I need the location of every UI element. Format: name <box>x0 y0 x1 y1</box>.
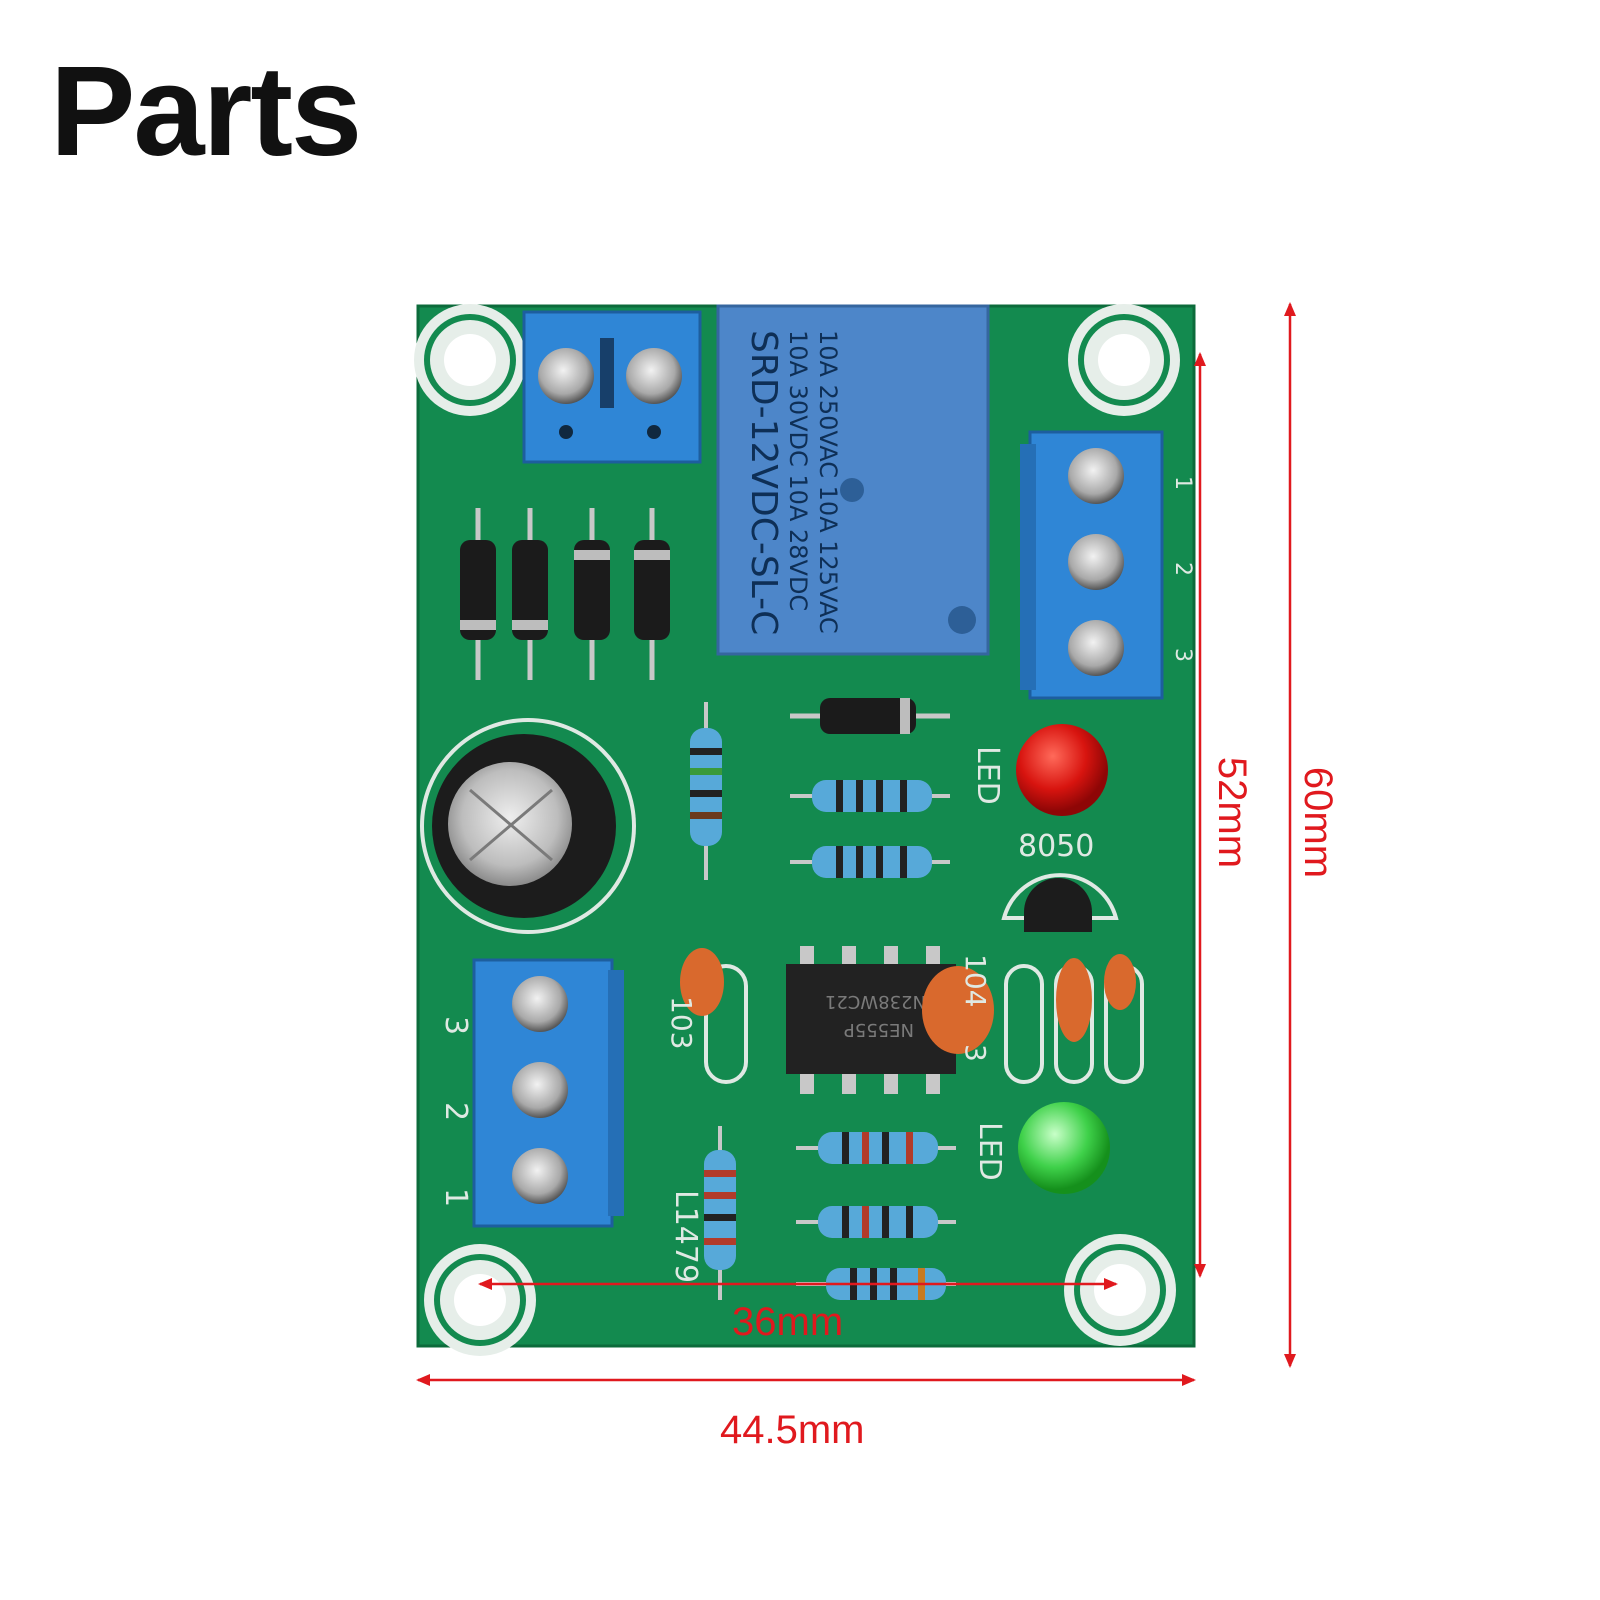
terminal-block-right <box>1020 430 1164 700</box>
terminal-left-pin-2: 2 <box>438 1102 473 1121</box>
dimension-height: 60mm <box>1296 766 1341 879</box>
led-green <box>1018 1102 1110 1194</box>
transistor-label: 8050 <box>1018 829 1094 864</box>
cap-label-x3: 3 <box>959 1044 992 1062</box>
led-label-bottom: LED <box>972 1122 1007 1181</box>
terminal-block-top <box>522 310 702 464</box>
resistors <box>690 702 956 1300</box>
diode-horizontal <box>790 698 950 734</box>
transistor <box>1024 878 1092 932</box>
page-title: Parts <box>50 40 362 183</box>
electrolytic-capacitor <box>420 718 636 934</box>
led-red <box>1016 724 1108 816</box>
dimension-lines <box>416 302 1296 1386</box>
diodes <box>460 508 670 680</box>
relay-rating-line-1: 10A 250VAC 10A 125VAC <box>814 330 842 634</box>
ceramic-capacitors <box>680 948 1144 1084</box>
terminal-left-pin-1: 1 <box>438 1188 473 1207</box>
terminal-left-pin-3: 3 <box>438 1016 473 1035</box>
transistor-outline <box>1001 873 1119 920</box>
dimension-inner-height: 52mm <box>1210 756 1255 869</box>
ic-marking-1: NE555P <box>844 1019 914 1040</box>
led-label-top: LED <box>970 746 1005 805</box>
terminal-right-pin-2: 2 <box>1170 562 1195 576</box>
relay-rating-line-2: 10A 30VDC 10A 28VDC <box>784 330 812 611</box>
dimension-width: 44.5mm <box>720 1408 865 1452</box>
ic-marking-2: N238WC21 <box>825 991 926 1012</box>
resistor-label: L1479 <box>668 1190 703 1283</box>
dimension-hole-spacing: 36mm <box>732 1300 844 1344</box>
terminal-right-pin-3: 3 <box>1170 648 1195 662</box>
cap-label-mid: 104 <box>959 954 992 1007</box>
relay-model: SRD-12VDC-SL-C <box>743 330 784 635</box>
relay: 10A 250VAC 10A 125VAC 10A 30VDC 10A 28VD… <box>716 304 990 656</box>
cap-label-left: 103 <box>665 996 698 1049</box>
terminal-right-pin-1: 1 <box>1170 476 1195 490</box>
terminal-block-left <box>472 958 624 1228</box>
mounting-holes <box>414 304 1180 1356</box>
